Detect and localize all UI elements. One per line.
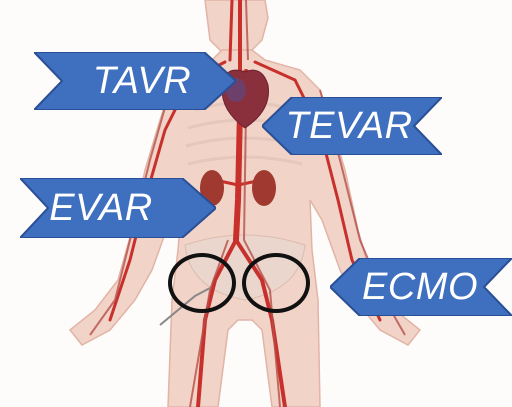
tavr-label: TAVR [34, 52, 236, 110]
left-kidney [252, 170, 276, 206]
left-groin-access-circle [242, 253, 310, 313]
tavr-banner: TAVR [34, 52, 236, 110]
tevar-banner: TEVAR [262, 97, 442, 155]
right-groin-access-circle [168, 253, 236, 313]
evar-banner: EVAR [20, 178, 216, 238]
ecmo-banner: ECMO [330, 258, 512, 316]
evar-label: EVAR [20, 178, 216, 238]
tevar-label: TEVAR [262, 97, 442, 155]
ecmo-label: ECMO [330, 258, 512, 316]
